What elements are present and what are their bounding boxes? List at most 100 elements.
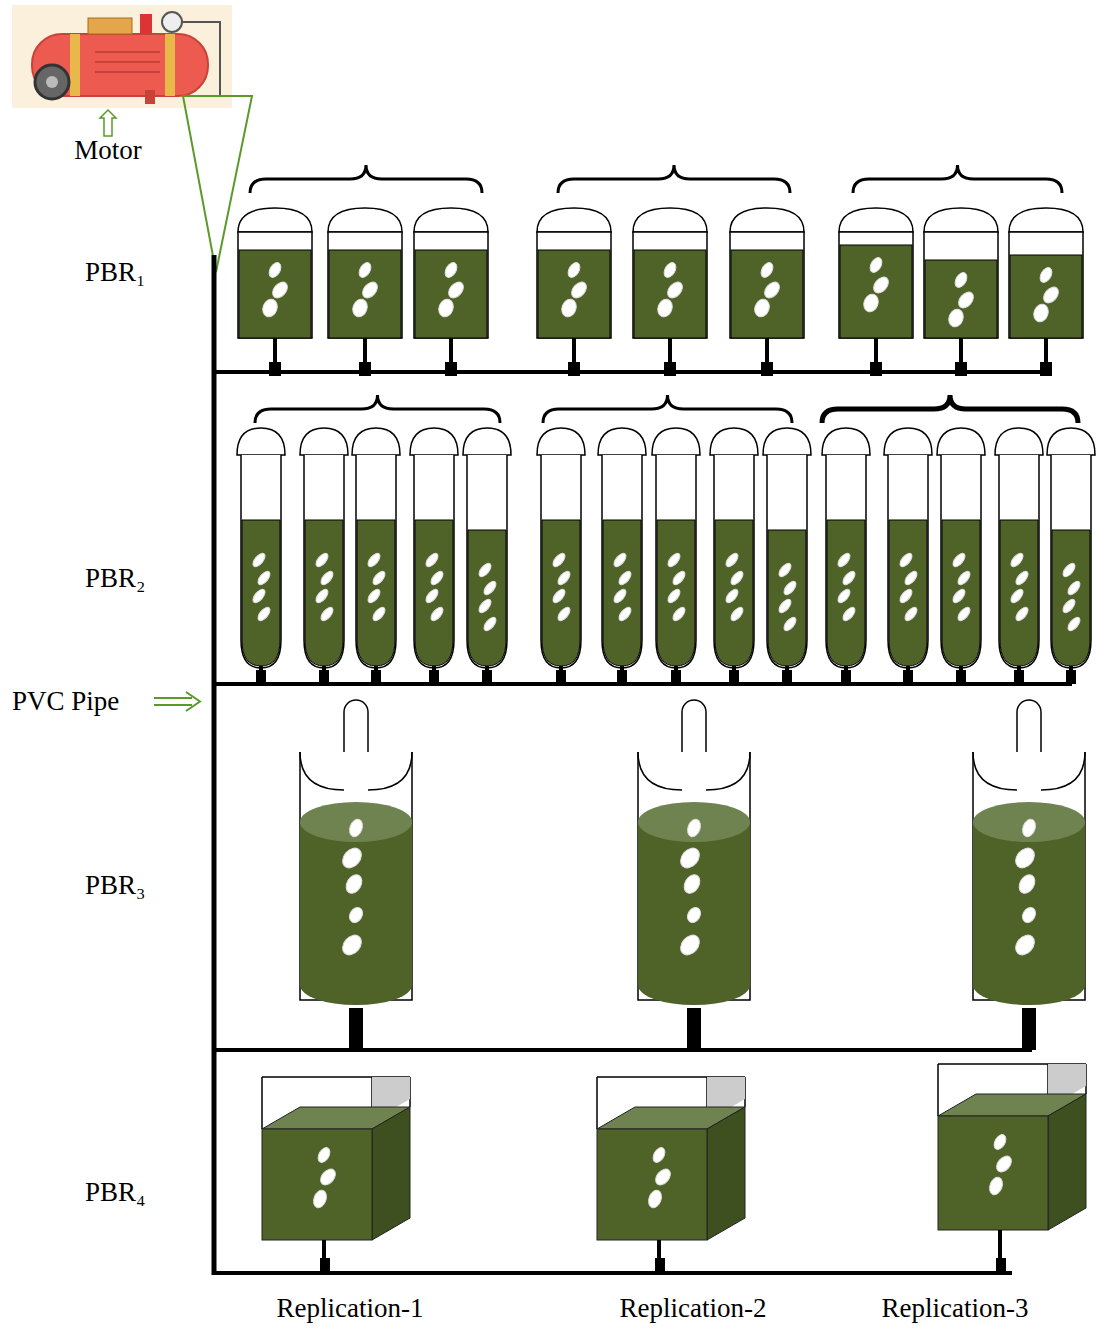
group-bracket: [250, 165, 482, 193]
tube-wall: [714, 455, 754, 668]
inlet-valve: [371, 670, 381, 684]
air-bubble: [956, 605, 972, 622]
air-bubble: [665, 279, 686, 301]
tube-wall: [304, 455, 344, 668]
tube-wall: [241, 455, 281, 668]
air-bubble: [319, 569, 335, 586]
air-bubble: [251, 587, 267, 604]
tube-wall: [356, 455, 396, 668]
air-bubble: [556, 569, 572, 586]
air-bubble: [1012, 931, 1038, 958]
air-bubble: [946, 307, 965, 329]
inlet-valve: [482, 670, 492, 684]
air-bubble: [612, 551, 628, 568]
air-bubble: [314, 587, 330, 604]
vessel-wall: [1009, 232, 1083, 338]
air-bubble: [956, 569, 972, 586]
air-bubble: [371, 569, 387, 586]
vessel-cap: [839, 208, 913, 232]
tube-wall: [541, 455, 581, 668]
vessel-wall: [537, 232, 611, 338]
air-bubble: [759, 261, 776, 280]
pointer-arrow: [154, 692, 200, 711]
air-bubble: [366, 587, 382, 604]
air-bubble: [1020, 817, 1037, 838]
inlet-valve: [841, 670, 851, 684]
tube-wall: [656, 455, 696, 668]
culture-medium: [542, 520, 580, 666]
air-bubble: [1041, 284, 1062, 306]
air-bubble: [898, 587, 914, 604]
air-bubble: [1016, 872, 1038, 896]
replication-label: Replication-2: [620, 1294, 767, 1324]
air-bubble: [681, 872, 703, 896]
cylinder-shoulder: [973, 752, 1085, 790]
culture-surface: [300, 802, 412, 842]
air-bubble: [482, 579, 498, 596]
tube-cap: [300, 428, 348, 455]
air-bubble: [666, 587, 682, 604]
air-bubble: [424, 551, 440, 568]
air-bubble: [446, 279, 467, 301]
group-bracket: [558, 165, 790, 193]
air-bubble: [685, 817, 702, 838]
part-label: PVC Pipe: [12, 687, 119, 717]
culture-medium: [538, 250, 610, 338]
air-bubble: [443, 261, 460, 280]
culture-medium: [938, 1116, 1048, 1230]
inlet-valve: [956, 670, 966, 684]
air-bubble: [612, 587, 628, 604]
vessel-wall: [633, 232, 707, 338]
air-bubble: [653, 1166, 674, 1188]
air-bubble: [260, 297, 279, 319]
vessel-wall: [414, 232, 488, 338]
air-bubble: [868, 256, 885, 275]
air-bubble: [357, 261, 374, 280]
air-bubble: [671, 605, 687, 622]
air-bubble: [371, 605, 387, 622]
air-bubble: [655, 297, 674, 319]
air-bubble: [366, 551, 382, 568]
air-bubble: [436, 297, 455, 319]
air-bubble: [477, 597, 493, 614]
pvc-pipe: [212, 255, 217, 1275]
air-bubble: [861, 292, 880, 314]
tube-cap: [937, 428, 985, 455]
motor-valve: [140, 14, 152, 34]
tube-wall: [999, 455, 1039, 668]
label-text: Motor: [74, 136, 142, 166]
pvc-pipe: [212, 1048, 1032, 1052]
inlet-valve: [556, 670, 566, 684]
air-bubble: [903, 605, 919, 622]
group-bracket: [255, 395, 500, 423]
air-bubble: [429, 605, 445, 622]
air-bubble: [482, 615, 498, 632]
air-bubble: [836, 551, 852, 568]
pressure-gauge: [162, 12, 182, 32]
motor-wheel: [35, 65, 69, 99]
inlet-valve: [349, 1008, 363, 1050]
air-bubble: [841, 569, 857, 586]
tube-cap: [995, 428, 1043, 455]
air-bubble: [339, 844, 365, 871]
culture-medium: [415, 250, 487, 338]
air-bubble: [953, 271, 970, 290]
air-bubble: [1009, 587, 1025, 604]
tube-wall: [1051, 455, 1091, 668]
tube-cap: [598, 428, 646, 455]
row-label: PBR₄: [85, 1178, 145, 1208]
air-bubble: [777, 561, 793, 578]
tank-side: [707, 1107, 745, 1240]
air-bubble: [782, 615, 798, 632]
air-bubble: [1066, 579, 1082, 596]
air-bubble: [762, 279, 783, 301]
air-bubble: [350, 297, 369, 319]
replication-label: Replication-3: [882, 1294, 1029, 1324]
air-bubble: [777, 597, 793, 614]
air-bubble: [724, 587, 740, 604]
air-bubble: [424, 587, 440, 604]
air-bubble: [1066, 615, 1082, 632]
motor-strap: [70, 34, 80, 96]
air-bubble: [267, 261, 284, 280]
